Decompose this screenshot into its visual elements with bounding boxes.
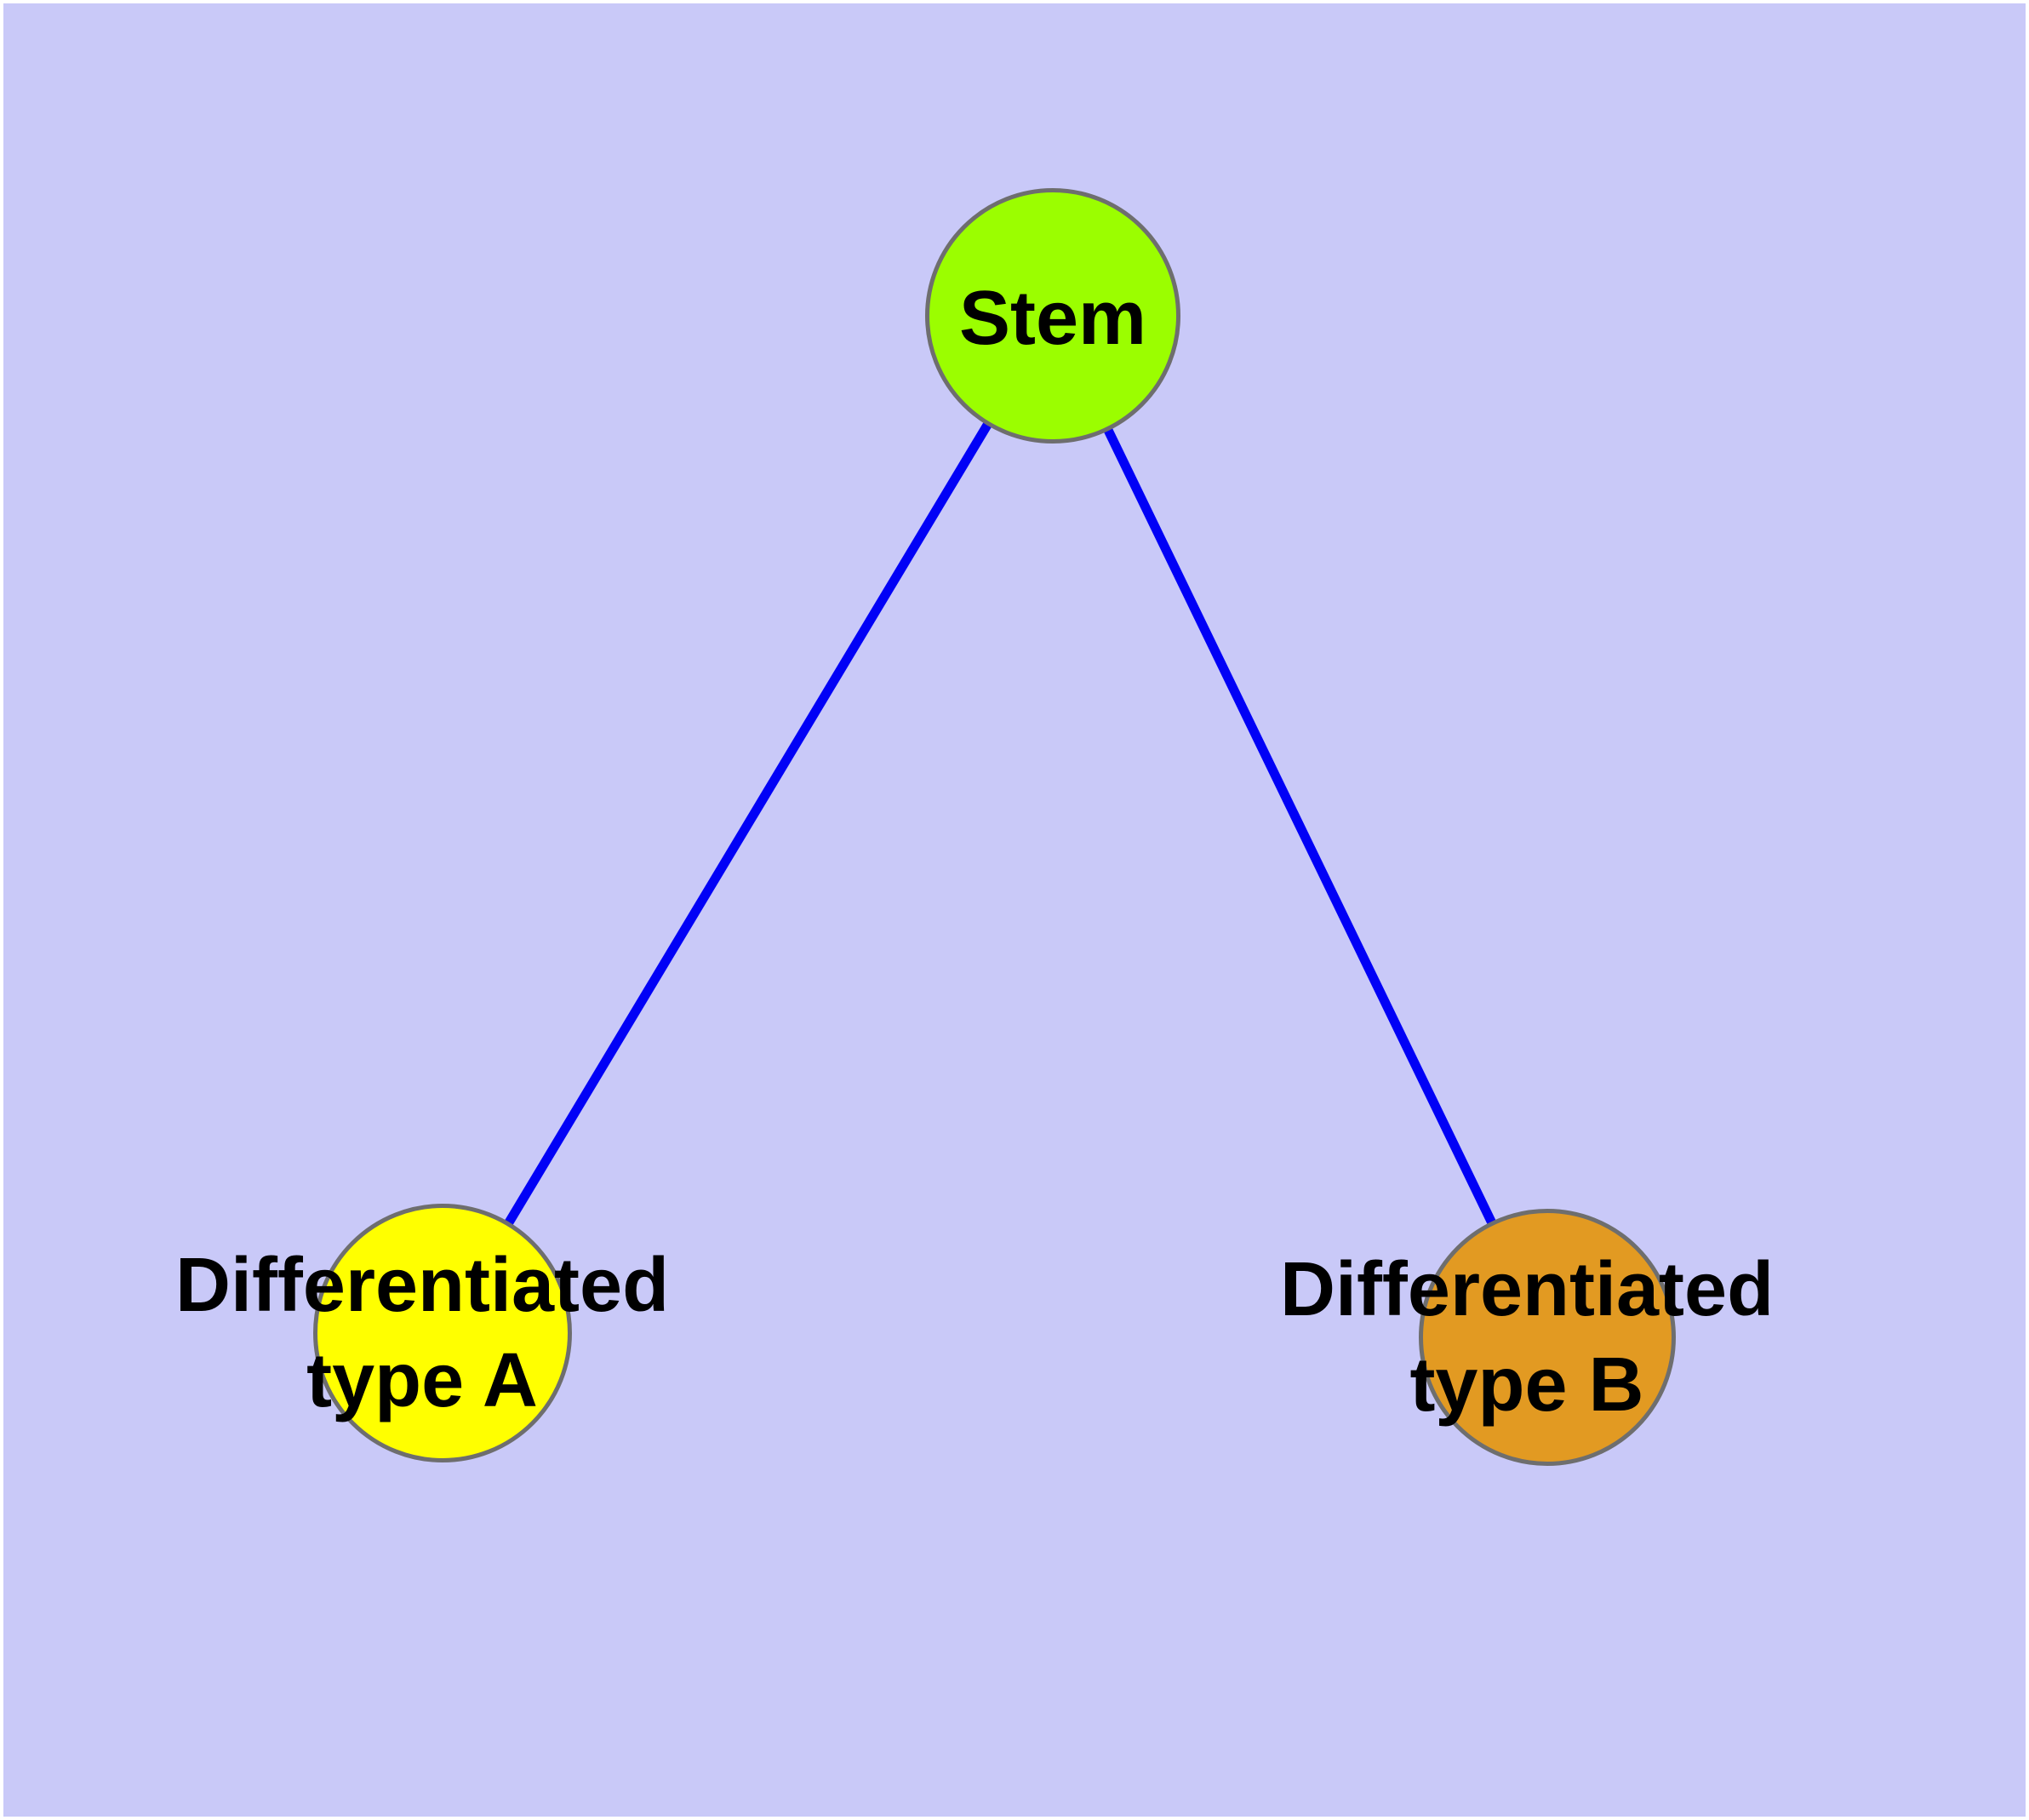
node-stem [925, 188, 1180, 444]
node-label-line: Stem [958, 276, 1147, 361]
node-label-line: Differentiated [1279, 1247, 1775, 1332]
node-differentiated-type-b [1419, 1209, 1676, 1466]
node-label-differentiated-type-b: Differentiated type B [1280, 1242, 1774, 1433]
node-label-line: Differentiated [174, 1243, 670, 1328]
edge-stem-to-type-b [1049, 313, 1552, 1340]
edge-stem-to-type-a [438, 313, 1057, 1336]
node-differentiated-type-a [313, 1204, 572, 1462]
node-label-differentiated-type-a: Differentiated type A [175, 1238, 669, 1428]
node-label-stem: Stem [959, 271, 1146, 366]
node-label-line: type B [1409, 1342, 1644, 1428]
node-label-line: type A [306, 1338, 538, 1423]
